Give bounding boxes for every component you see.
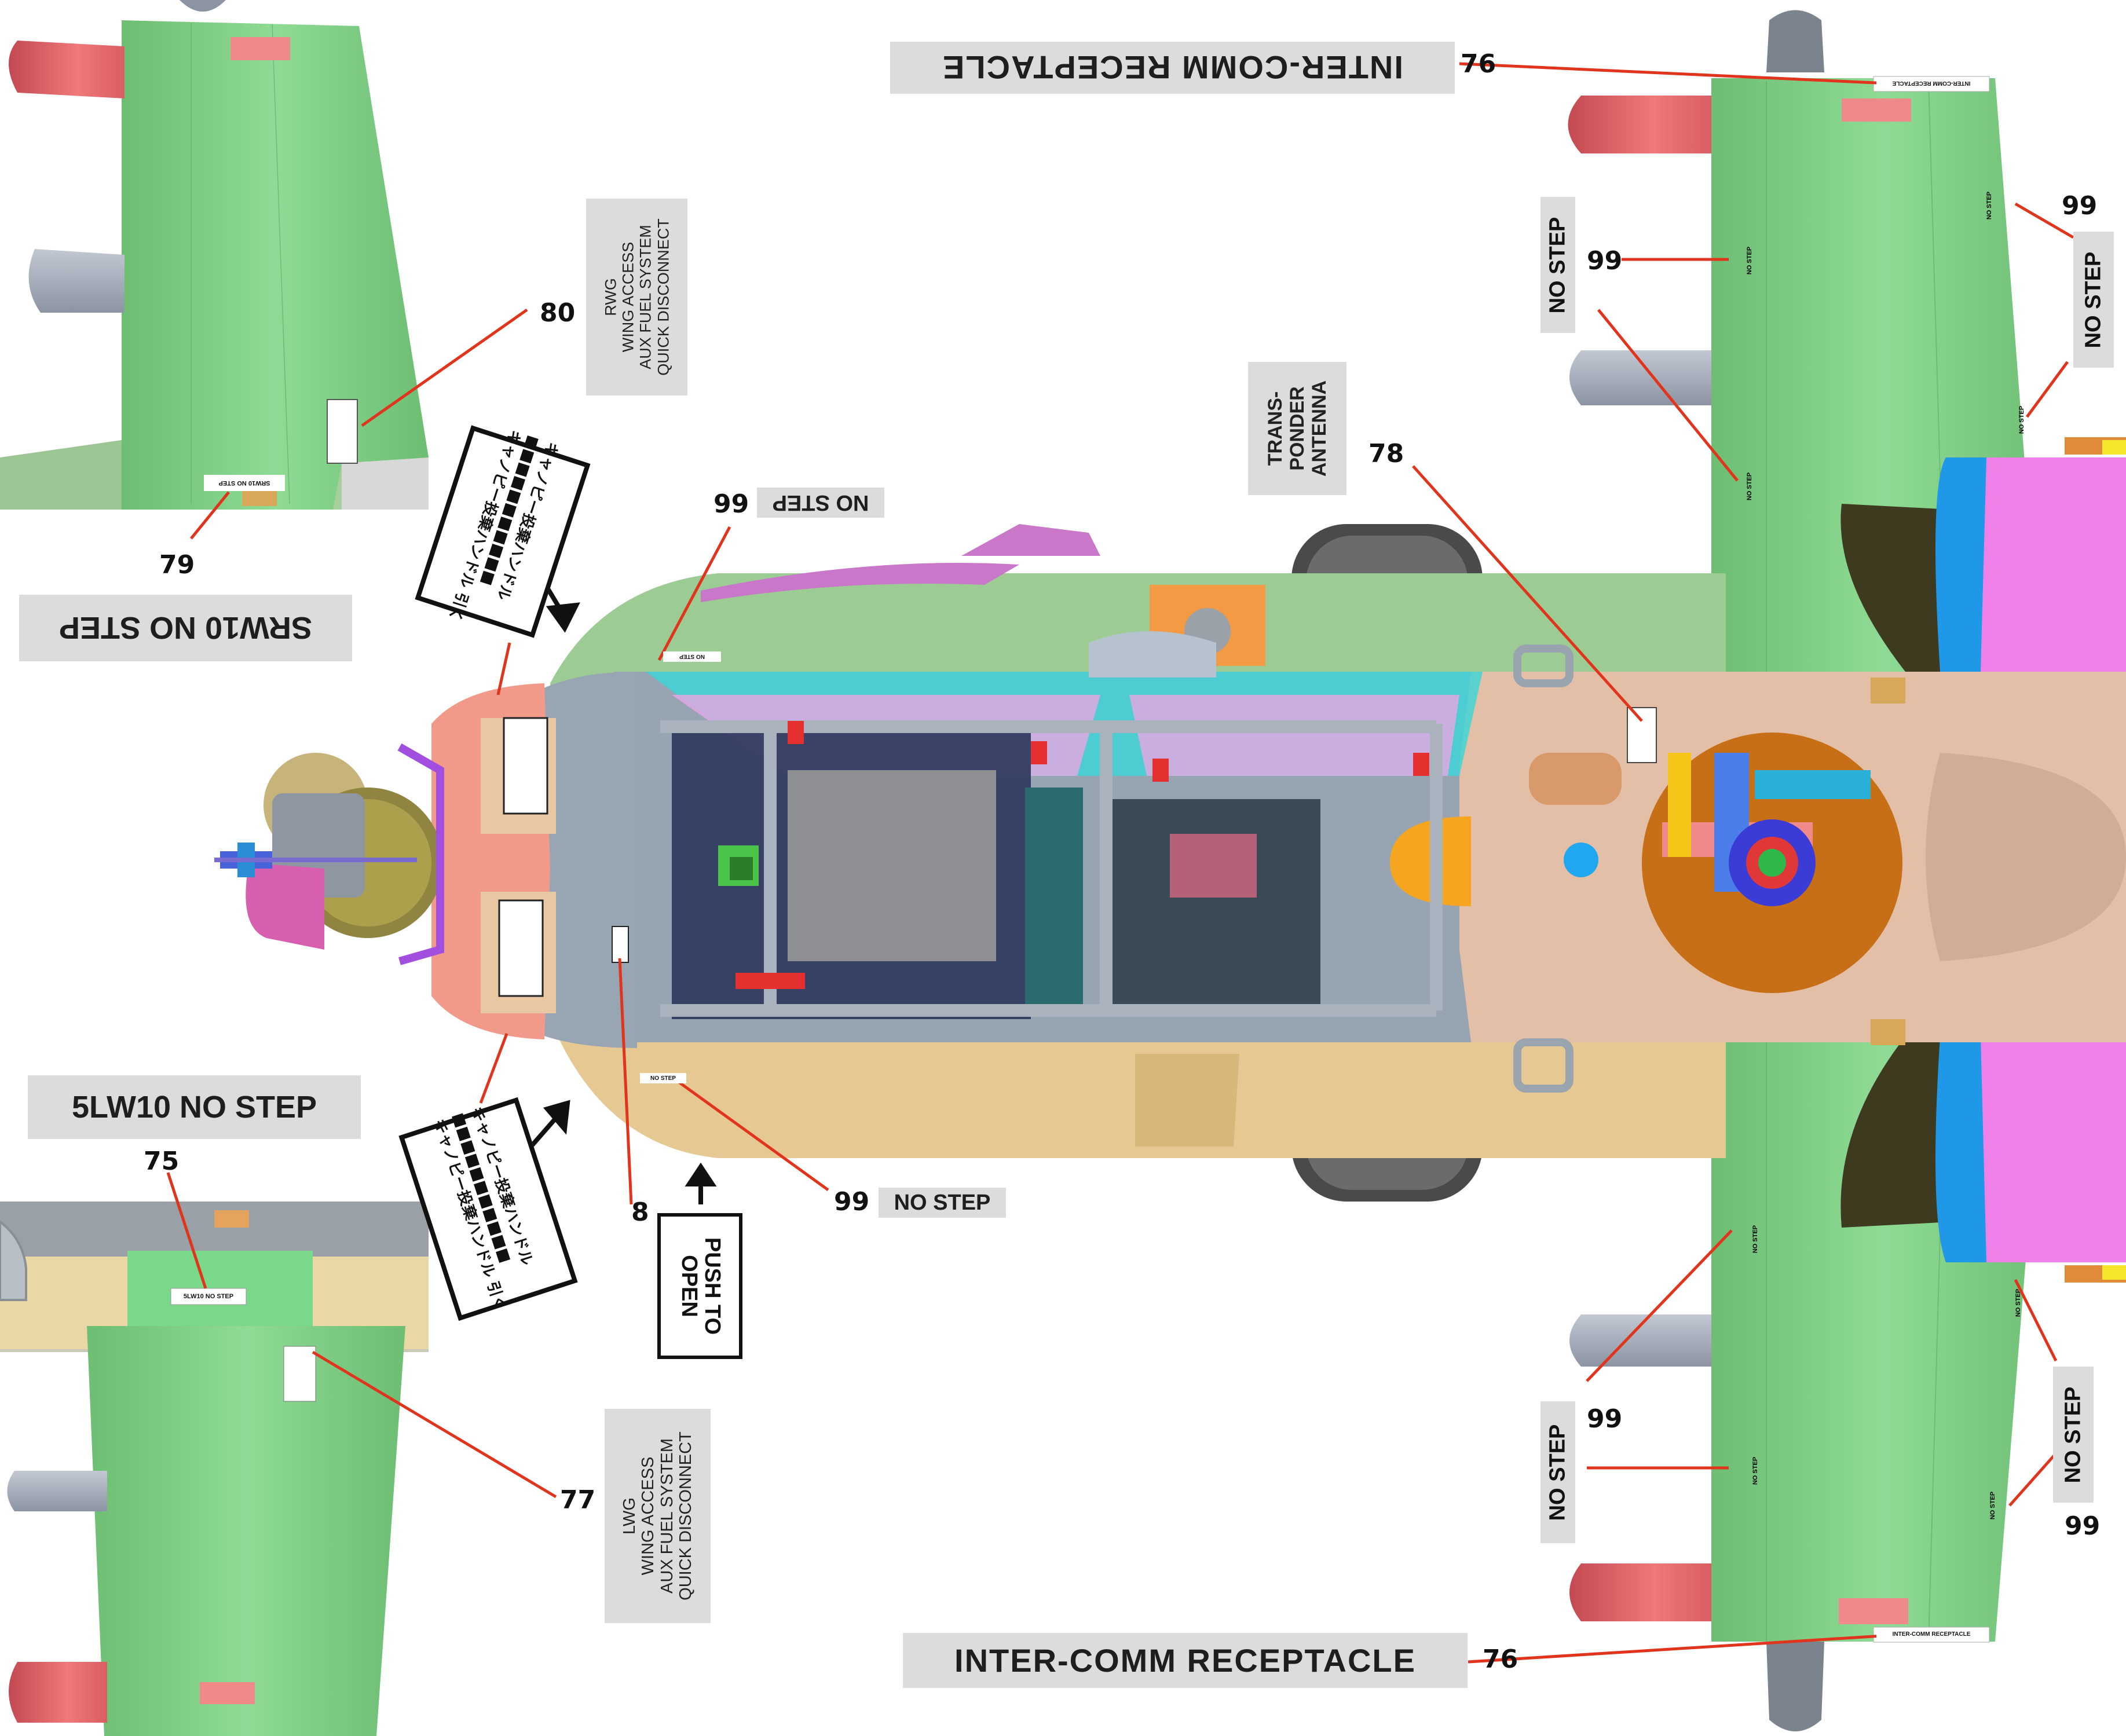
callout-99-rw-outer: 99 (2062, 191, 2098, 221)
slw10-decal: 5LW10 NO STEP (172, 1290, 245, 1303)
no-step-caption-rw-inner: NO STEP (1540, 197, 1575, 333)
callout-76-bottom: 76 (1483, 1645, 1518, 1674)
callout-99-rw-inner: 99 (1587, 246, 1623, 276)
transponder-antenna-caption: TRANS- PONDER ANTENNA (1248, 362, 1346, 495)
no-step-caption-lw-inner: NO STEP (1540, 1401, 1575, 1543)
callout-78: 78 (1368, 439, 1404, 468)
srw10-decal: SRW10 NO STEP (205, 476, 284, 490)
no-step-caption-nose: NO STEP (757, 488, 884, 518)
transponder-decal-mount (1627, 707, 1657, 763)
no-step-decal-rw-1: NO STEP (1746, 246, 1753, 275)
no-step-decal-rw-4: NO STEP (2018, 405, 2025, 434)
callout-99-lw-inner: 99 (1587, 1404, 1623, 1434)
no-step-decal-nose: NO STEP (663, 651, 721, 662)
canopy-decal-bottom-mount (498, 899, 544, 997)
callout-8: 8 (631, 1197, 649, 1227)
rwg-wing-access-caption: RWG WING ACCESS AUX FUEL SYSTEM QUICK DI… (586, 199, 687, 395)
push-to-open-caption: PUSH TO OPEN (657, 1213, 742, 1359)
no-step-decal-rw-3: NO STEP (1985, 191, 1993, 220)
no-step-caption-rw-outer: NO STEP (2073, 232, 2114, 368)
no-step-decal-lw-1: NO STEP (1751, 1225, 1759, 1254)
slw10-no-step-caption: 5LW10 NO STEP (28, 1075, 361, 1139)
callout-99-lw-outer: 99 (2065, 1511, 2101, 1541)
lwg-wing-access-caption: LWG WING ACCESS AUX FUEL SYSTEM QUICK DI… (605, 1409, 711, 1623)
callout-75: 75 (144, 1147, 180, 1176)
no-step-decal-lw-3: NO STEP (2014, 1288, 2022, 1317)
no-step-caption-lw-outer: NO STEP (2053, 1367, 2094, 1503)
intercomm-receptacle-caption-bottom: INTER-COMM RECEPTACLE (903, 1633, 1468, 1688)
inset-left-wing (0, 1202, 429, 1736)
no-step-decal-lw-2: NO STEP (1751, 1456, 1759, 1485)
inset-right-wing (0, 0, 429, 510)
callout-76-top: 76 (1461, 49, 1496, 79)
no-step-decal-rw-2: NO STEP (1746, 472, 1753, 501)
main-left-wing (1569, 1030, 2126, 1731)
intercomm-decal-bottom: INTER-COMM RECEPTACLE (1876, 1628, 1986, 1640)
fuselage (214, 524, 2126, 1202)
intercomm-decal-top: INTER-COMM RECEPTACLE (1876, 78, 1986, 89)
srw10-no-step-caption: SRW10 NO STEP (19, 595, 352, 661)
callout-80: 80 (540, 298, 576, 328)
push-to-open-decal-mount (612, 926, 629, 963)
canopy-decal-top-mount (503, 717, 548, 815)
callout-99-nose: 99 (713, 489, 749, 519)
callout-77: 77 (560, 1485, 596, 1515)
intercomm-receptacle-caption-top: INTER-COMM RECEPTACLE (890, 42, 1455, 94)
callout-79: 79 (159, 550, 195, 580)
no-step-caption-lower-nose: NO STEP (879, 1188, 1006, 1218)
no-step-decal-lw-4: NO STEP (1989, 1491, 1996, 1520)
no-step-decal-lower-nose: NO STEP (640, 1073, 686, 1083)
callout-99-lower-nose: 99 (834, 1187, 870, 1217)
main-right-wing (1568, 10, 2126, 672)
